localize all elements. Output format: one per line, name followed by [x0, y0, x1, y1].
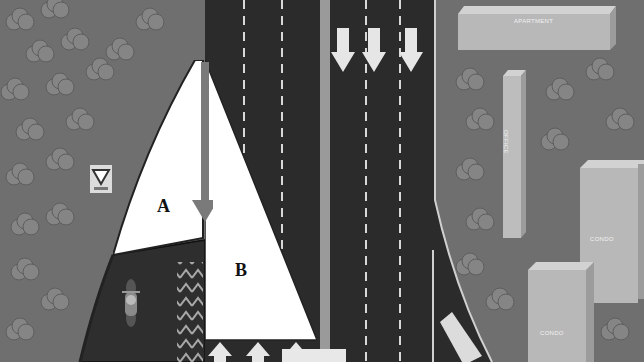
building-label: CONDO — [590, 236, 614, 242]
yield-sign — [90, 165, 112, 193]
area-letter: A — [157, 196, 170, 217]
building-label: OFFICE — [503, 130, 509, 154]
building-label: APARTMENT — [514, 18, 553, 24]
area-outline — [113, 60, 213, 255]
gore-area: A — [113, 60, 213, 255]
gore-area: B — [205, 60, 317, 342]
building — [458, 6, 644, 362]
motorcycle — [122, 279, 140, 327]
building-label: CONDO — [540, 330, 564, 336]
area-letter: B — [235, 260, 247, 281]
area-outline — [205, 60, 317, 342]
